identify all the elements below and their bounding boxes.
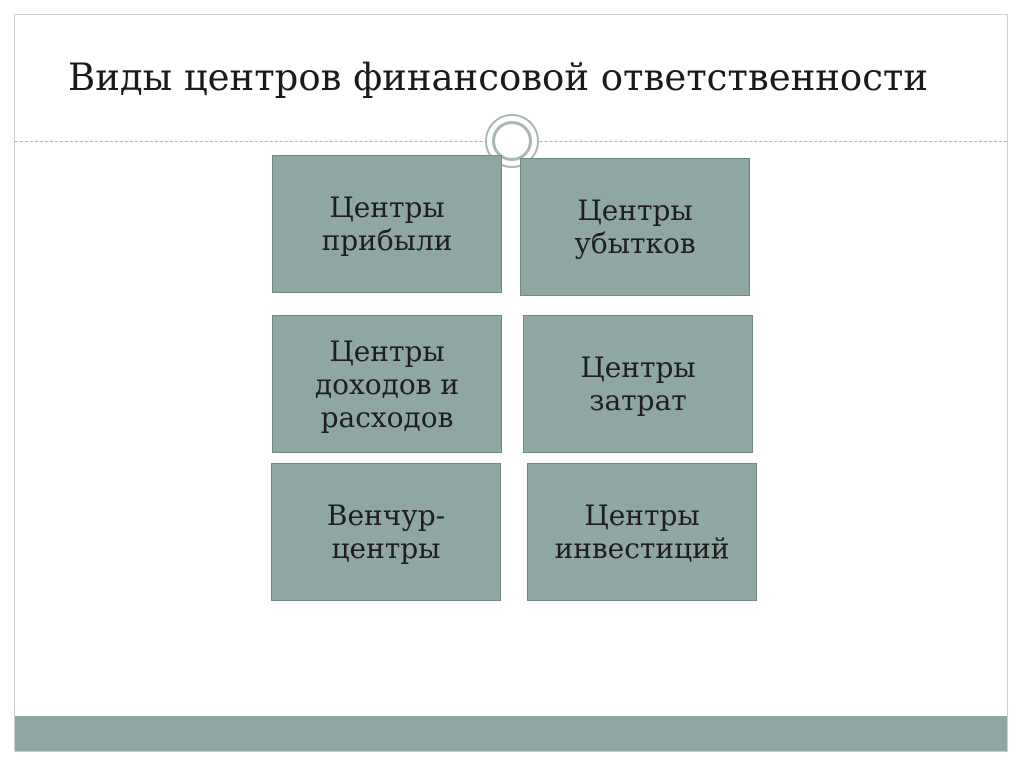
box-cost-centers: Центры затрат [523, 315, 753, 453]
slide-title: Виды центров финансовой ответственности [68, 56, 929, 99]
box-label: Центры убытков [574, 194, 696, 260]
box-profit-centers: Центры прибыли [272, 155, 502, 293]
box-venture-centers: Венчур- центры [271, 463, 501, 601]
ring-ornament-inner [492, 121, 532, 161]
box-label: Центры прибыли [321, 191, 453, 257]
box-loss-centers: Центры убытков [520, 158, 750, 296]
box-label: Центры затрат [580, 351, 696, 417]
box-label: Центры инвестиций [554, 499, 730, 565]
box-income-expense-centers: Центры доходов и расходов [272, 315, 502, 453]
box-label: Центры доходов и расходов [314, 334, 460, 434]
box-investment-centers: Центры инвестиций [527, 463, 757, 601]
box-label: Венчур- центры [326, 499, 446, 565]
footer-bar [15, 716, 1007, 751]
